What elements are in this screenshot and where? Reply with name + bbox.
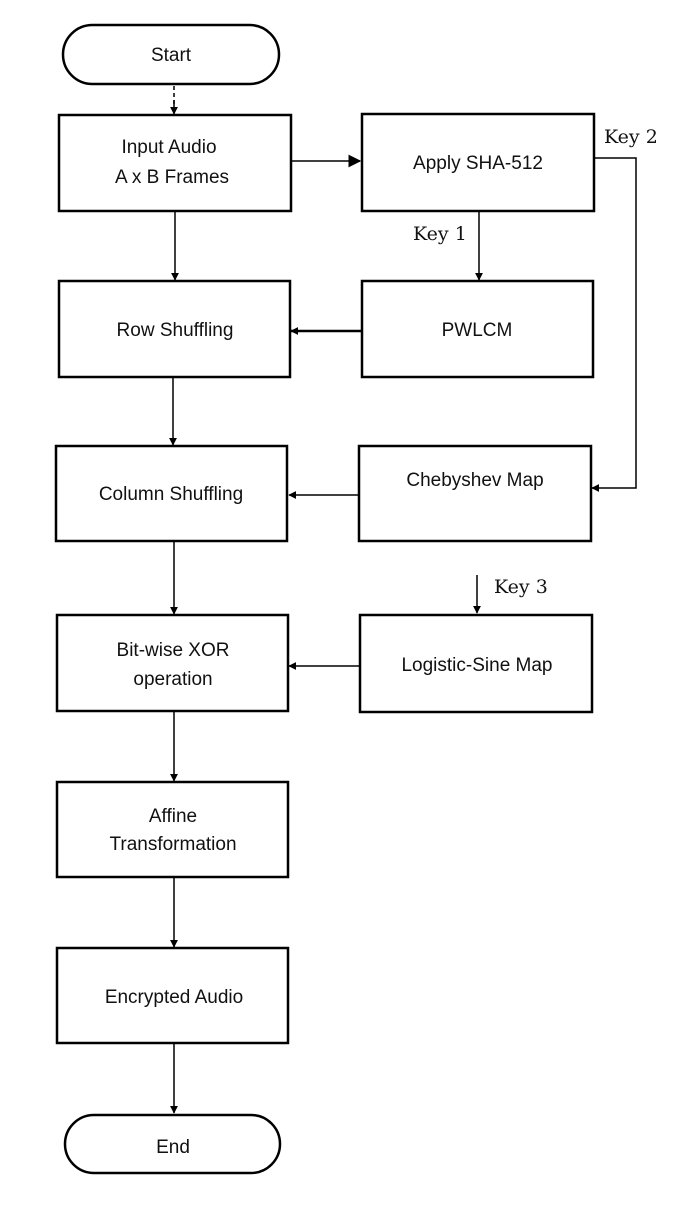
affine-node: Affine Transformation: [55, 780, 290, 879]
end-label: End: [156, 1137, 190, 1158]
logistic-sine-label: Logistic-Sine Map: [401, 655, 552, 676]
affine-label-line1: Affine: [149, 806, 197, 827]
input-audio-node: Input Audio A x B Frames: [57, 113, 293, 213]
start-terminal-shape: [61, 23, 281, 86]
encrypted-audio-node: Encrypted Audio: [55, 946, 290, 1045]
chebyshev-label: Chebyshev Map: [406, 470, 543, 491]
key1-label: Key 1: [413, 223, 467, 245]
logistic-sine-box: [358, 613, 594, 714]
input-audio-box: [57, 113, 293, 213]
apply-sha-label: Apply SHA-512: [413, 153, 543, 174]
pwlcm-box: [360, 279, 595, 379]
apply-sha-node: Apply SHA-512: [360, 112, 596, 213]
affine-label-line2: Transformation: [109, 834, 236, 855]
end-terminal-shape: [63, 1113, 282, 1175]
chebyshev-node: Chebyshev Map: [357, 444, 593, 543]
end-node: End: [63, 1113, 282, 1175]
pwlcm-label: PWLCM: [442, 320, 513, 341]
bitwise-xor-label-line2: operation: [133, 669, 212, 690]
key3-label: Key 3: [494, 576, 548, 598]
bitwise-xor-node: Bit-wise XOR operation: [55, 613, 290, 713]
bitwise-xor-label-line1: Bit-wise XOR: [117, 640, 230, 661]
input-audio-label-line1: Input Audio: [121, 137, 216, 158]
column-shuffling-label: Column Shuffling: [99, 484, 243, 505]
pwlcm-node: PWLCM: [360, 279, 595, 379]
column-shuffling-box: [54, 444, 289, 543]
row-shuffling-node: Row Shuffling: [57, 279, 292, 379]
column-shuffling-node: Column Shuffling: [54, 444, 289, 543]
start-node: Start: [61, 23, 281, 86]
logistic-sine-node: Logistic-Sine Map: [358, 613, 594, 714]
key2-label: Key 2: [604, 126, 658, 148]
start-label: Start: [151, 45, 192, 66]
row-shuffling-box: [57, 279, 292, 379]
row-shuffling-label: Row Shuffling: [117, 320, 234, 341]
edges: [169, 86, 637, 1114]
apply-sha-box: [360, 112, 596, 213]
edge-sha-to-chebyshev: [591, 157, 637, 492]
bitwise-xor-box: [55, 613, 290, 713]
input-audio-label-line2: A x B Frames: [115, 167, 229, 188]
encrypted-audio-box: [55, 946, 290, 1045]
encrypted-audio-label: Encrypted Audio: [105, 987, 243, 1008]
affine-box: [55, 780, 290, 879]
chebyshev-box: [357, 444, 593, 543]
